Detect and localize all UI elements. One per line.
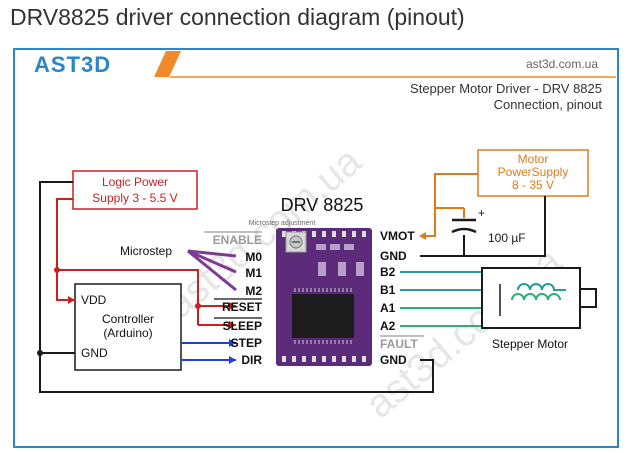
pin-b2: B2 xyxy=(380,265,396,279)
pin-b1: B1 xyxy=(380,283,396,297)
microstep-wires xyxy=(187,249,237,292)
pin-step: STEP xyxy=(231,336,262,350)
svg-text:Supply 3 - 5.5 V: Supply 3 - 5.5 V xyxy=(92,191,177,205)
driver-left-pins: ENABLE M0 M1 M2 RESET SLEEP STEP DIR xyxy=(204,231,263,367)
pin-dir: DIR xyxy=(241,353,262,367)
pin-m0: M0 xyxy=(245,250,262,264)
svg-text:8 - 35 V: 8 - 35 V xyxy=(512,178,554,192)
page-title: DRV8825 driver connection diagram (pinou… xyxy=(10,4,465,30)
pin-reset: RESET xyxy=(222,300,263,314)
signal-wires xyxy=(181,342,236,361)
svg-text:(Arduino): (Arduino) xyxy=(103,326,152,340)
svg-text:AST3D: AST3D xyxy=(34,52,111,77)
vdd-junction xyxy=(54,267,60,273)
controller-box: VDD Controller (Arduino) GND xyxy=(74,283,182,371)
svg-text:Stepper Motor: Stepper Motor xyxy=(492,337,568,351)
driver-name: DRV 8825 xyxy=(281,195,364,215)
svg-text:GND: GND xyxy=(81,346,108,360)
header-band: AST3D ast3d.com.ua xyxy=(16,50,616,78)
capacitor: + 100 µF xyxy=(451,206,526,245)
driver-chip xyxy=(292,294,354,338)
svg-text:Logic Power: Logic Power xyxy=(102,175,168,189)
pin-a1: A1 xyxy=(380,301,396,315)
pin-gnd-motor: GND xyxy=(380,249,407,263)
svg-text:+: + xyxy=(478,206,485,220)
microstep-label: Microstep xyxy=(120,244,172,258)
logic-power-wires xyxy=(56,198,236,326)
diagram-frame xyxy=(13,48,619,448)
svg-text:Motor: Motor xyxy=(518,152,549,166)
logic-power-box: Logic Power Supply 3 - 5.5 V xyxy=(72,170,198,210)
pin-m2: M2 xyxy=(245,284,262,298)
motor-supply-wires xyxy=(426,173,478,237)
drv8825-board: DRV 8825 Microstep adjustment xyxy=(249,195,372,366)
svg-text:100 µF: 100 µF xyxy=(488,231,526,245)
driver-right-pins: VMOT GND B2 B1 A1 A2 FAULT GND xyxy=(380,229,424,367)
pin-gnd-logic: GND xyxy=(380,353,407,367)
ground-wires xyxy=(39,181,546,393)
header-title-line2: Connection, pinout xyxy=(494,97,603,112)
reset-junction xyxy=(195,303,201,309)
motor-power-box: Motor PowerSupply 8 - 35 V xyxy=(477,149,589,197)
pin-vmot: VMOT xyxy=(380,229,415,243)
header-title-line1: Stepper Motor Driver - DRV 8825 xyxy=(410,81,602,96)
pin-enable: ENABLE xyxy=(213,233,262,247)
site-url: ast3d.com.ua xyxy=(526,57,598,71)
stepper-motor: Stepper Motor xyxy=(481,267,597,351)
svg-text:PowerSupply: PowerSupply xyxy=(498,165,569,179)
pin-fault: FAULT xyxy=(380,337,418,351)
pin-sleep: SLEEP xyxy=(223,319,262,333)
gnd-junction xyxy=(37,350,43,356)
microstep-adjust-caption: Microstep adjustment xyxy=(249,220,316,227)
pin-a2: A2 xyxy=(380,319,396,333)
svg-text:Controller: Controller xyxy=(102,312,154,326)
ast3d-logo: AST3D xyxy=(34,52,111,77)
svg-text:VDD: VDD xyxy=(81,293,107,307)
pin-m1: M1 xyxy=(245,266,262,280)
